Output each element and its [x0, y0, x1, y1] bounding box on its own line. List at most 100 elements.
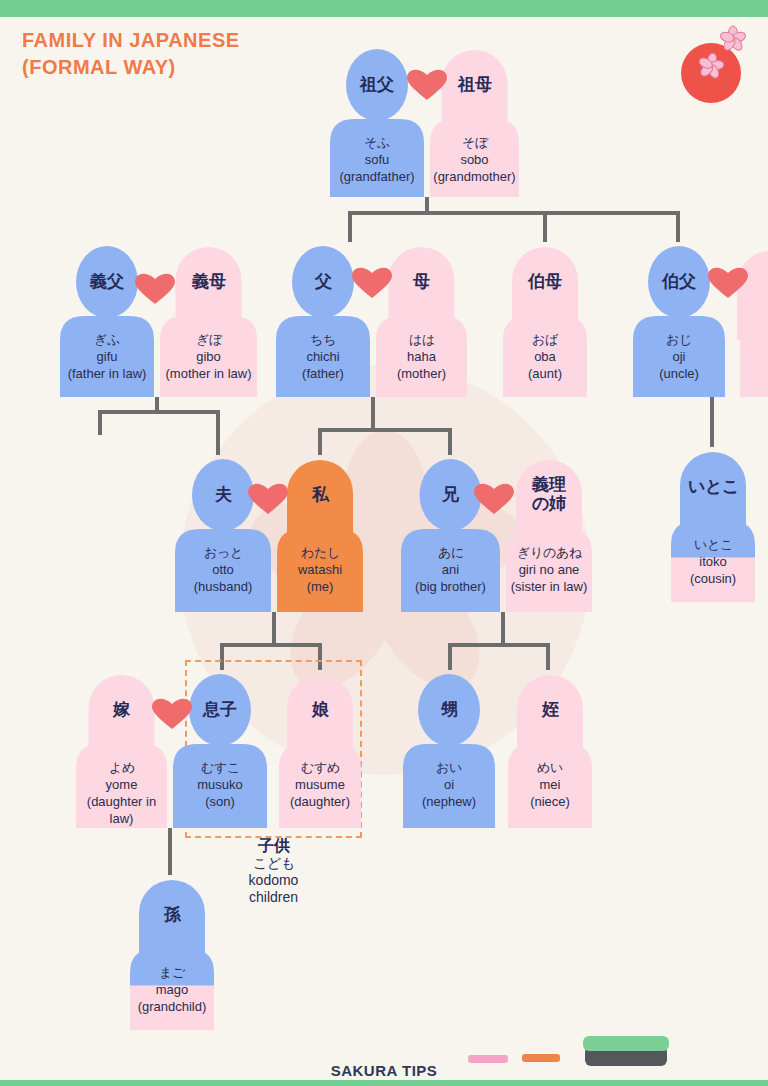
kana-label: よめ [82, 759, 162, 776]
figure-head [418, 674, 480, 746]
english-label: (mother) [366, 365, 477, 382]
kanji-label: 父 [292, 272, 354, 291]
romaji-label: gifu [50, 348, 164, 365]
head-area: 兄 [398, 455, 503, 533]
body-area: あにani(big brother) [391, 544, 510, 595]
group-label: kodomo [185, 872, 362, 889]
heart-symbol [407, 70, 447, 100]
person-figure: 伯母おばoba(aunt) [500, 242, 590, 397]
figure-head [189, 674, 251, 746]
english-label: (son) [163, 793, 277, 810]
head-area: 祖父 [327, 45, 427, 123]
family-connector [320, 397, 373, 455]
family-connector [168, 828, 172, 875]
kanji-label: 祖父 [346, 75, 408, 94]
heart-symbol [474, 484, 514, 514]
head-area: 伯父 [630, 242, 728, 320]
head-area: いとこ [668, 447, 758, 525]
figure-head [76, 246, 138, 318]
body-area: わたしwatashi(me) [267, 544, 373, 595]
english-label: (grandmother) [420, 168, 529, 185]
kanji-label: 孫 [141, 905, 203, 924]
person-figure: 兄あにani(big brother) [398, 455, 503, 612]
kana-label: はは [366, 331, 477, 348]
person-figure: 甥おいoi(nephew) [400, 670, 498, 828]
person-figure: 父ちちchichi(father) [273, 242, 373, 397]
kana-label: むすめ [269, 759, 371, 776]
figure-head [516, 460, 582, 539]
kanji-label: 伯母 [514, 272, 576, 291]
kanji-label: 娘 [289, 700, 351, 719]
stationery-orange [522, 1054, 560, 1062]
english-label: (big brother) [391, 578, 510, 595]
kanji-label: 義父 [76, 272, 138, 291]
footer-label: SAKURA TIPS [0, 1062, 768, 1080]
stationery-pink [468, 1055, 508, 1063]
kana-label: いとこ [661, 536, 765, 553]
kana-label: むすこ [163, 759, 277, 776]
head-area: 甥 [400, 670, 498, 748]
group-label: children [185, 889, 362, 906]
kana-label: わたし [267, 544, 373, 561]
body-area: そふsofu(grandfather) [320, 134, 434, 185]
body-area: ぎぼgibo(mother in law) [150, 331, 267, 382]
family-connector [503, 612, 548, 670]
sakura-flower [697, 52, 724, 79]
figure-head [680, 452, 746, 531]
family-connector [157, 397, 218, 455]
romaji-label: yome [82, 776, 162, 793]
kana-label: おじ [623, 331, 735, 348]
romaji-label: otto [165, 561, 281, 578]
kanji-label: 夫 [192, 485, 254, 504]
group-caption: 子供こどもkodomochildren [185, 836, 362, 906]
english-label: (cousin) [661, 570, 765, 587]
kanji-label: 甥 [418, 700, 480, 719]
head-area: 姪 [505, 670, 595, 748]
english-label: (father) [266, 365, 380, 382]
figure-head [517, 675, 583, 754]
english-label: (sister in law) [496, 578, 602, 595]
kana-label: おば [493, 331, 597, 348]
figure-head [287, 460, 353, 539]
english-label: (aunt) [493, 365, 597, 382]
family-connector [350, 197, 427, 242]
family-connector [350, 197, 427, 242]
person-figure: 私わたしwatashi(me) [274, 455, 366, 612]
person-figure: 義母ぎぼgibo(mother in law) [157, 242, 260, 397]
head-area: 娘 [276, 670, 364, 748]
english-label: (husband) [165, 578, 281, 595]
group-label: こども [185, 855, 362, 872]
english-label: (daughter) [269, 793, 371, 810]
person-figure: 母ははhaha(mother) [373, 242, 470, 397]
kana-label: そふ [320, 134, 434, 151]
english-label: (grandfather) [320, 168, 434, 185]
figure-head [192, 459, 254, 531]
figure-head [442, 50, 508, 129]
person-figure: 孫まごmago(grandchild) [127, 875, 217, 1030]
kanji-label: 息子 [189, 700, 251, 719]
head-area: 義母 [157, 242, 260, 320]
person-figure: 娘むすめmusume(daughter) [276, 670, 364, 828]
head-area: 夫 [172, 455, 274, 533]
top-stripe [0, 0, 768, 17]
body-area: おじoji(uncle) [623, 331, 735, 382]
romaji-label: chichi [266, 348, 380, 365]
kanji-label: 祖母 [444, 75, 506, 94]
person-figure: 祖母そぼsobo(grandmother) [427, 45, 522, 197]
family-connector [427, 197, 678, 242]
romaji-label: gibo [150, 348, 267, 365]
english-label: (niece) [498, 793, 602, 810]
family-connector [373, 397, 450, 455]
head-area: 嫁 [73, 670, 170, 748]
kanji-label: いとこ [682, 477, 744, 496]
kana-label: ぎりのあね [496, 544, 602, 561]
romaji-label: oji [623, 348, 735, 365]
partial-figure-head [737, 82, 768, 340]
figure-head [292, 246, 354, 318]
romaji-label: giri no ane [496, 561, 602, 578]
body-area: ぎふgifu(father in law) [50, 331, 164, 382]
body-area: おいoi(nephew) [393, 759, 505, 810]
english-label: (nephew) [393, 793, 505, 810]
family-connector [373, 397, 450, 455]
heart-symbol [708, 268, 748, 298]
